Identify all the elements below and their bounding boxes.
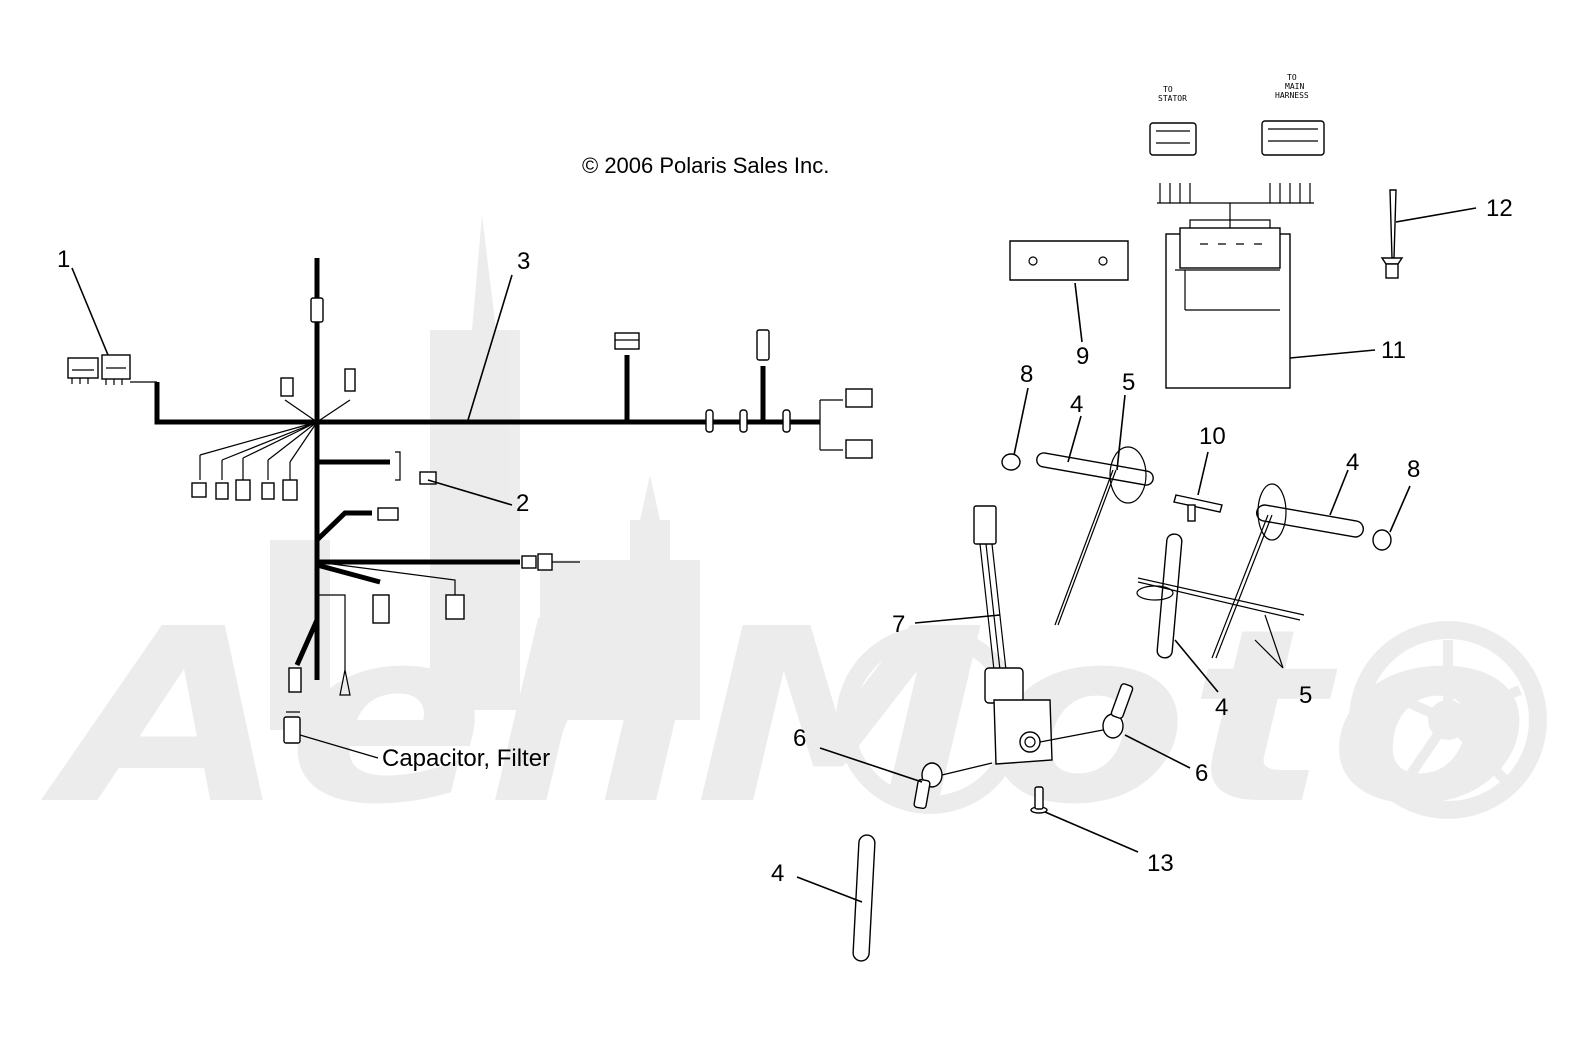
leader-lines — [71, 207, 1477, 903]
callout-9: 9 — [1076, 343, 1089, 370]
connector-row-bottom-left — [191, 479, 298, 501]
main-harness-connector — [1261, 120, 1325, 156]
connector-right-top — [756, 329, 770, 361]
callout-5-lower: 5 — [1299, 682, 1312, 709]
callout-5-upper: 5 — [1122, 369, 1135, 396]
callout-6-right: 6 — [1195, 760, 1208, 787]
connector-branch-d — [288, 667, 302, 693]
callout-8-left: 8 — [1020, 361, 1033, 388]
connector-small-b — [344, 368, 356, 392]
ring-terminal — [339, 669, 351, 696]
callout-4-upper-right: 4 — [1346, 449, 1359, 476]
connector-fork-bottom — [845, 439, 873, 459]
callout-11: 11 — [1381, 337, 1406, 364]
connector-branch-right — [521, 553, 580, 571]
callout-4-center: 4 — [1215, 694, 1228, 721]
connector-branch-a — [377, 507, 399, 521]
hose-bottom — [852, 834, 876, 962]
callout-labels: 1 2 3 4 4 4 4 5 5 6 6 7 8 8 9 10 11 12 1… — [57, 195, 1513, 887]
callout-3: 3 — [517, 248, 530, 275]
callout-4-bottom: 4 — [771, 860, 784, 887]
mounting-screw — [1030, 786, 1048, 814]
connector-item-1 — [67, 354, 131, 385]
fuel-valve — [973, 505, 1053, 765]
hose-center — [1156, 533, 1183, 659]
callout-6-left: 6 — [793, 725, 806, 752]
hose-clamp-left — [1001, 453, 1021, 471]
connector-center — [614, 332, 640, 350]
watermark-text: AehMoto — [40, 577, 1530, 857]
callout-13: 13 — [1147, 850, 1174, 877]
rivet — [1380, 189, 1404, 279]
voltage-regulator — [1165, 219, 1291, 389]
hose-fitting-right — [1039, 683, 1134, 743]
capacitor-filter-label: Capacitor, Filter — [382, 745, 550, 772]
connector-small-a — [280, 377, 294, 397]
stator-connector — [1149, 122, 1197, 156]
hose-upper-right — [1255, 504, 1365, 538]
callout-12: 12 — [1486, 195, 1513, 222]
cable-tie-right — [1211, 514, 1273, 659]
tee-fitting — [1173, 494, 1223, 522]
connector-top — [310, 297, 324, 323]
main-wiring-harness: Capacitor, Filter — [67, 258, 873, 772]
cable-tie-left — [1054, 469, 1117, 626]
connector-branch-b — [372, 594, 390, 624]
callout-4-upper-left: 4 — [1070, 391, 1083, 418]
hose-upper-left — [1036, 452, 1154, 486]
watermark: AehMoto — [40, 215, 1547, 857]
callout-1: 1 — [57, 246, 70, 273]
callout-2: 2 — [516, 490, 529, 517]
callout-7: 7 — [892, 611, 905, 638]
connector-fork-top — [845, 388, 873, 408]
callout-10: 10 — [1199, 423, 1226, 450]
mounting-plate — [1009, 240, 1129, 281]
copyright-text: © 2006 Polaris Sales Inc. — [582, 153, 829, 178]
capacitor-filter — [283, 711, 301, 744]
callout-8-right: 8 — [1407, 456, 1420, 483]
hose-fitting-left — [913, 762, 993, 810]
connector-branch-c — [445, 594, 465, 620]
hose-clamp-right — [1372, 529, 1392, 551]
hose-assembly — [852, 446, 1392, 962]
